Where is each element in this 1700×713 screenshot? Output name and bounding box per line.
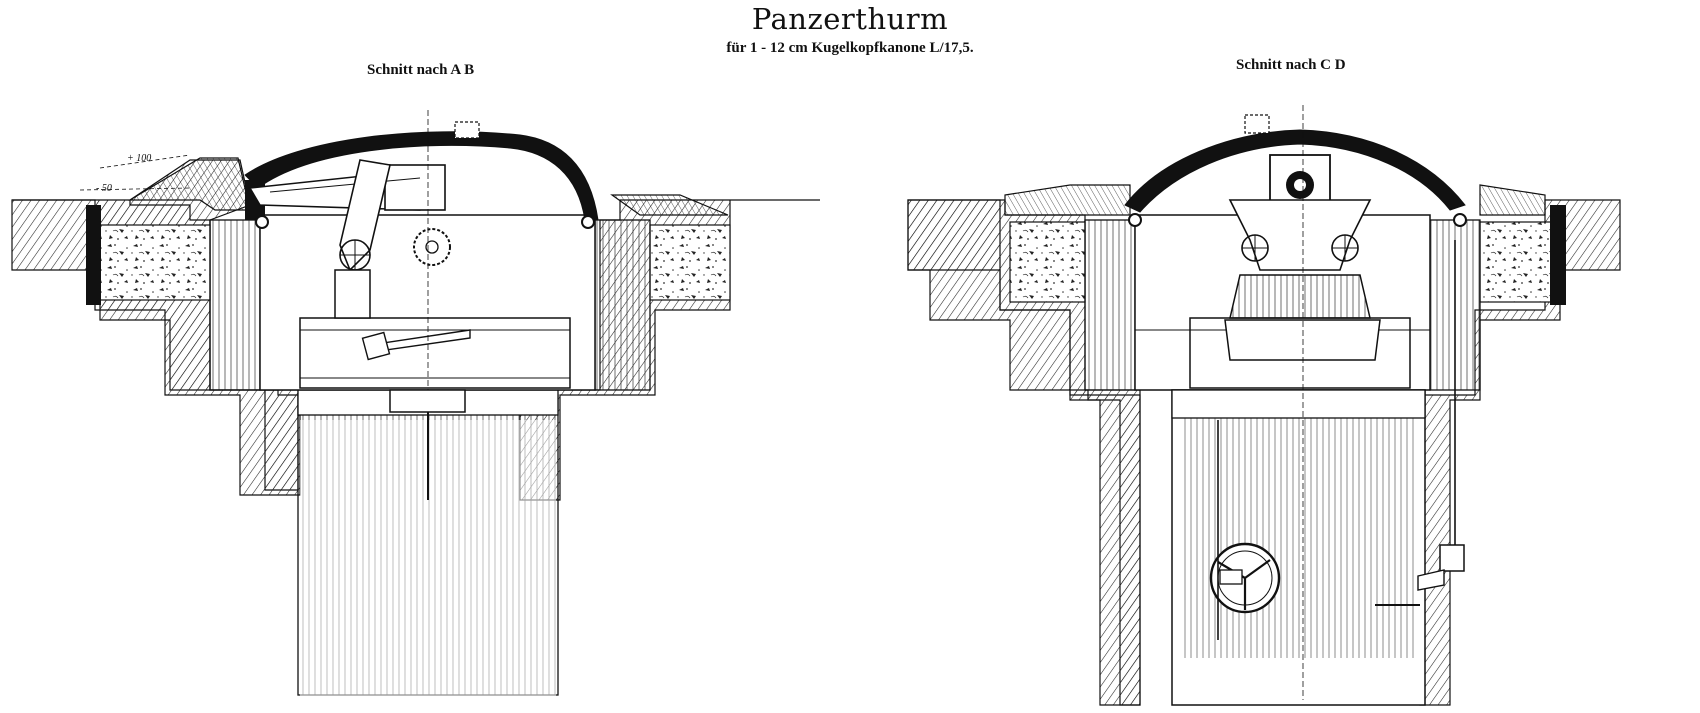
glacis-cd-right xyxy=(1479,184,1546,216)
periscope-ab xyxy=(454,121,480,139)
section-cd-drawing xyxy=(907,105,1621,706)
section-ab-drawing xyxy=(11,110,820,710)
pit-wall-left xyxy=(209,219,261,391)
pivot-housing-ab xyxy=(389,389,466,413)
turntable-cd xyxy=(1224,319,1381,361)
valve-assembly xyxy=(1439,544,1465,572)
glacis-cd-left xyxy=(1004,184,1131,216)
gun-carriage-front xyxy=(1228,199,1372,271)
pit-wall-right xyxy=(594,219,651,391)
concrete-cd-left xyxy=(1009,221,1086,303)
periscope-cd xyxy=(1244,114,1270,134)
glacis-right xyxy=(610,194,729,216)
lower-shaft-cd-lines xyxy=(1180,418,1417,658)
gun-pedestal xyxy=(334,269,371,319)
gun-breech xyxy=(384,164,446,211)
elev-line-100 xyxy=(99,154,191,169)
wall-left-dark xyxy=(86,205,101,305)
roller-cd-right xyxy=(1453,213,1467,227)
pit-wall-cd-left xyxy=(1084,219,1136,391)
drawing-title: Panzerthurm xyxy=(751,2,949,36)
section-label-ab: Schnitt nach A B xyxy=(367,62,475,78)
section-label-cd: Schnitt nach C D xyxy=(1236,57,1346,73)
elevation-mark-plus-100: + 100 xyxy=(127,153,152,164)
roller-cd-left xyxy=(1128,213,1142,227)
concrete-right xyxy=(649,224,731,301)
elev-line-50 xyxy=(79,187,191,191)
gun-base-ring xyxy=(1229,274,1371,319)
wall-cd-right-dark xyxy=(1550,205,1566,305)
concrete-cd-right xyxy=(1479,221,1559,303)
armored-dome-cd xyxy=(1124,129,1466,213)
drawing-subtitle: für 1 - 12 cm Kugelkopfkanone L/17,5. xyxy=(726,40,974,56)
roller-right xyxy=(581,215,595,229)
elevation-mark-minus-50: - 50 xyxy=(96,183,112,194)
lower-shaft-cd-collar xyxy=(1171,389,1426,419)
roller-left xyxy=(255,215,269,229)
traverse-gear xyxy=(413,228,451,266)
concrete-left xyxy=(99,224,211,301)
gun-carriage xyxy=(339,159,391,272)
